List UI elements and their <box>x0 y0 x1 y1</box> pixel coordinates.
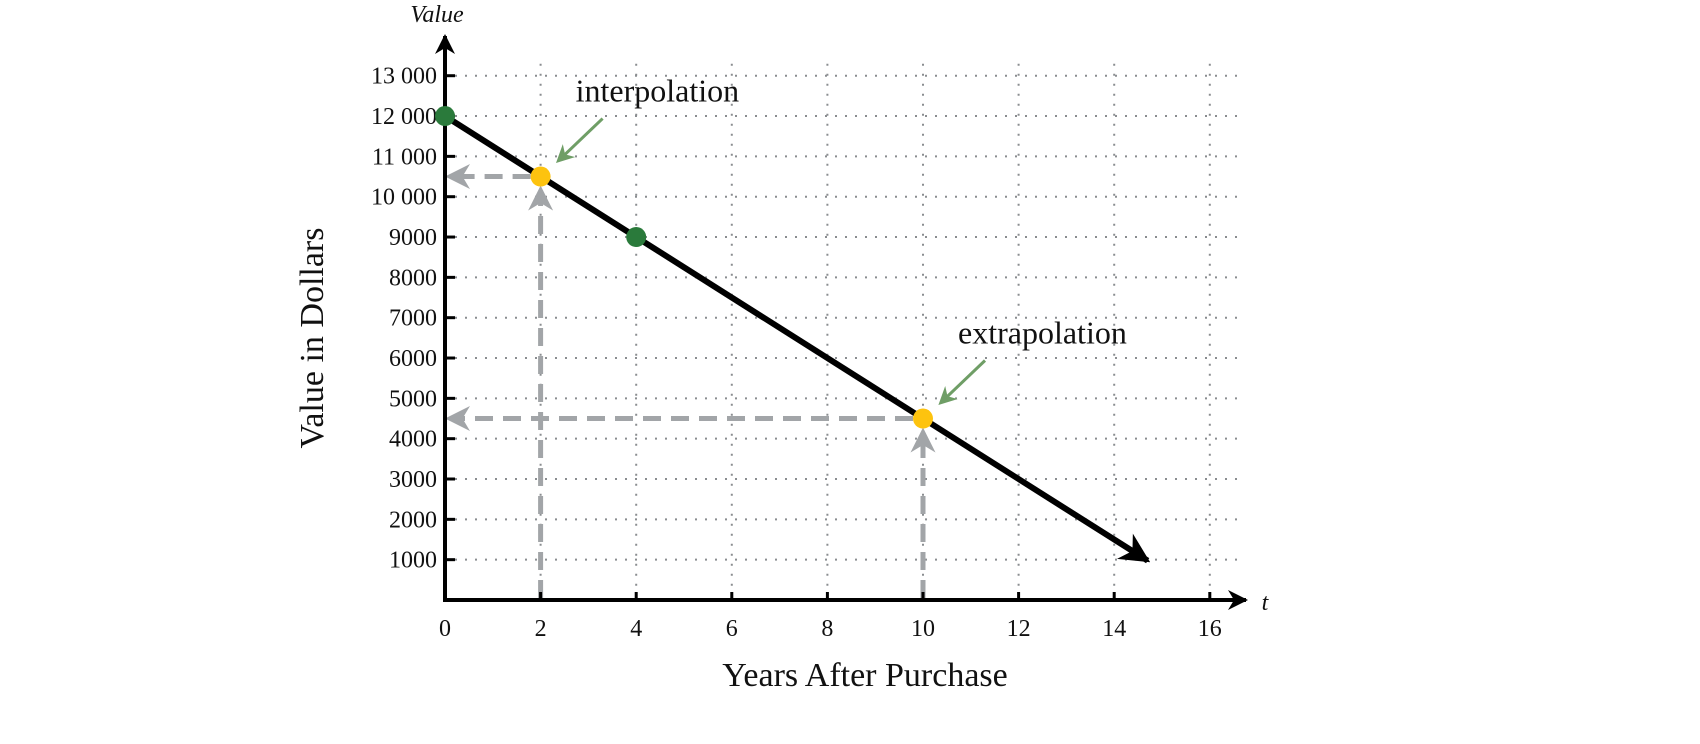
y-tick-label: 12 000 <box>371 104 437 130</box>
y-tick-label: 11 000 <box>372 144 437 170</box>
x-tick-label: 12 <box>1007 616 1031 642</box>
annotations: interpolation extrapolation <box>555 73 1127 406</box>
x-tick-label: 0 <box>439 616 451 642</box>
x-tick-label: 8 <box>821 616 833 642</box>
x-tick-label: 2 <box>535 616 547 642</box>
y-tick-label: 9000 <box>389 225 437 251</box>
annotation-label: interpolation <box>576 73 740 109</box>
y-tick-label: 2000 <box>389 507 437 533</box>
data-point <box>626 227 647 248</box>
guide-lines <box>445 164 936 598</box>
y-tick-label: 7000 <box>389 306 437 332</box>
annotation-arrow <box>555 117 604 164</box>
series <box>435 106 1151 564</box>
x-tick-label: 6 <box>726 616 738 642</box>
tick-labels: 1000 2000 3000 4000 5000 6000 7000 8000 9000 10 0… <box>371 64 1222 642</box>
x-axis-label: Years After Purchase <box>722 657 1007 694</box>
y-axis-label: Value in Dollars <box>294 228 331 449</box>
data-point <box>435 106 455 127</box>
estimated-point <box>530 166 551 187</box>
x-tick-label: 4 <box>630 616 642 642</box>
y-tick-label: 4000 <box>389 427 437 453</box>
depreciation-line <box>443 113 1151 564</box>
x-tick-label: 14 <box>1102 616 1126 642</box>
x-tick-label: 16 <box>1198 616 1222 642</box>
y-tick-label: 6000 <box>389 346 437 372</box>
y-tick-label: 5000 <box>389 386 437 412</box>
y-tick-label: 13 000 <box>371 64 437 90</box>
y-tick-label: 3000 <box>389 467 437 493</box>
x-tick-label: 10 <box>911 616 935 642</box>
y-axis-variable: Value <box>410 2 464 28</box>
y-tick-label: 1000 <box>389 548 437 574</box>
y-tick-label: 10 000 <box>371 185 437 211</box>
axes <box>435 34 1248 610</box>
y-tick-label: 8000 <box>389 265 437 291</box>
x-axis-variable: t <box>1262 590 1270 616</box>
annotation-arrow <box>938 359 987 406</box>
annotation-label: extrapolation <box>958 315 1127 351</box>
estimated-point <box>913 408 933 429</box>
